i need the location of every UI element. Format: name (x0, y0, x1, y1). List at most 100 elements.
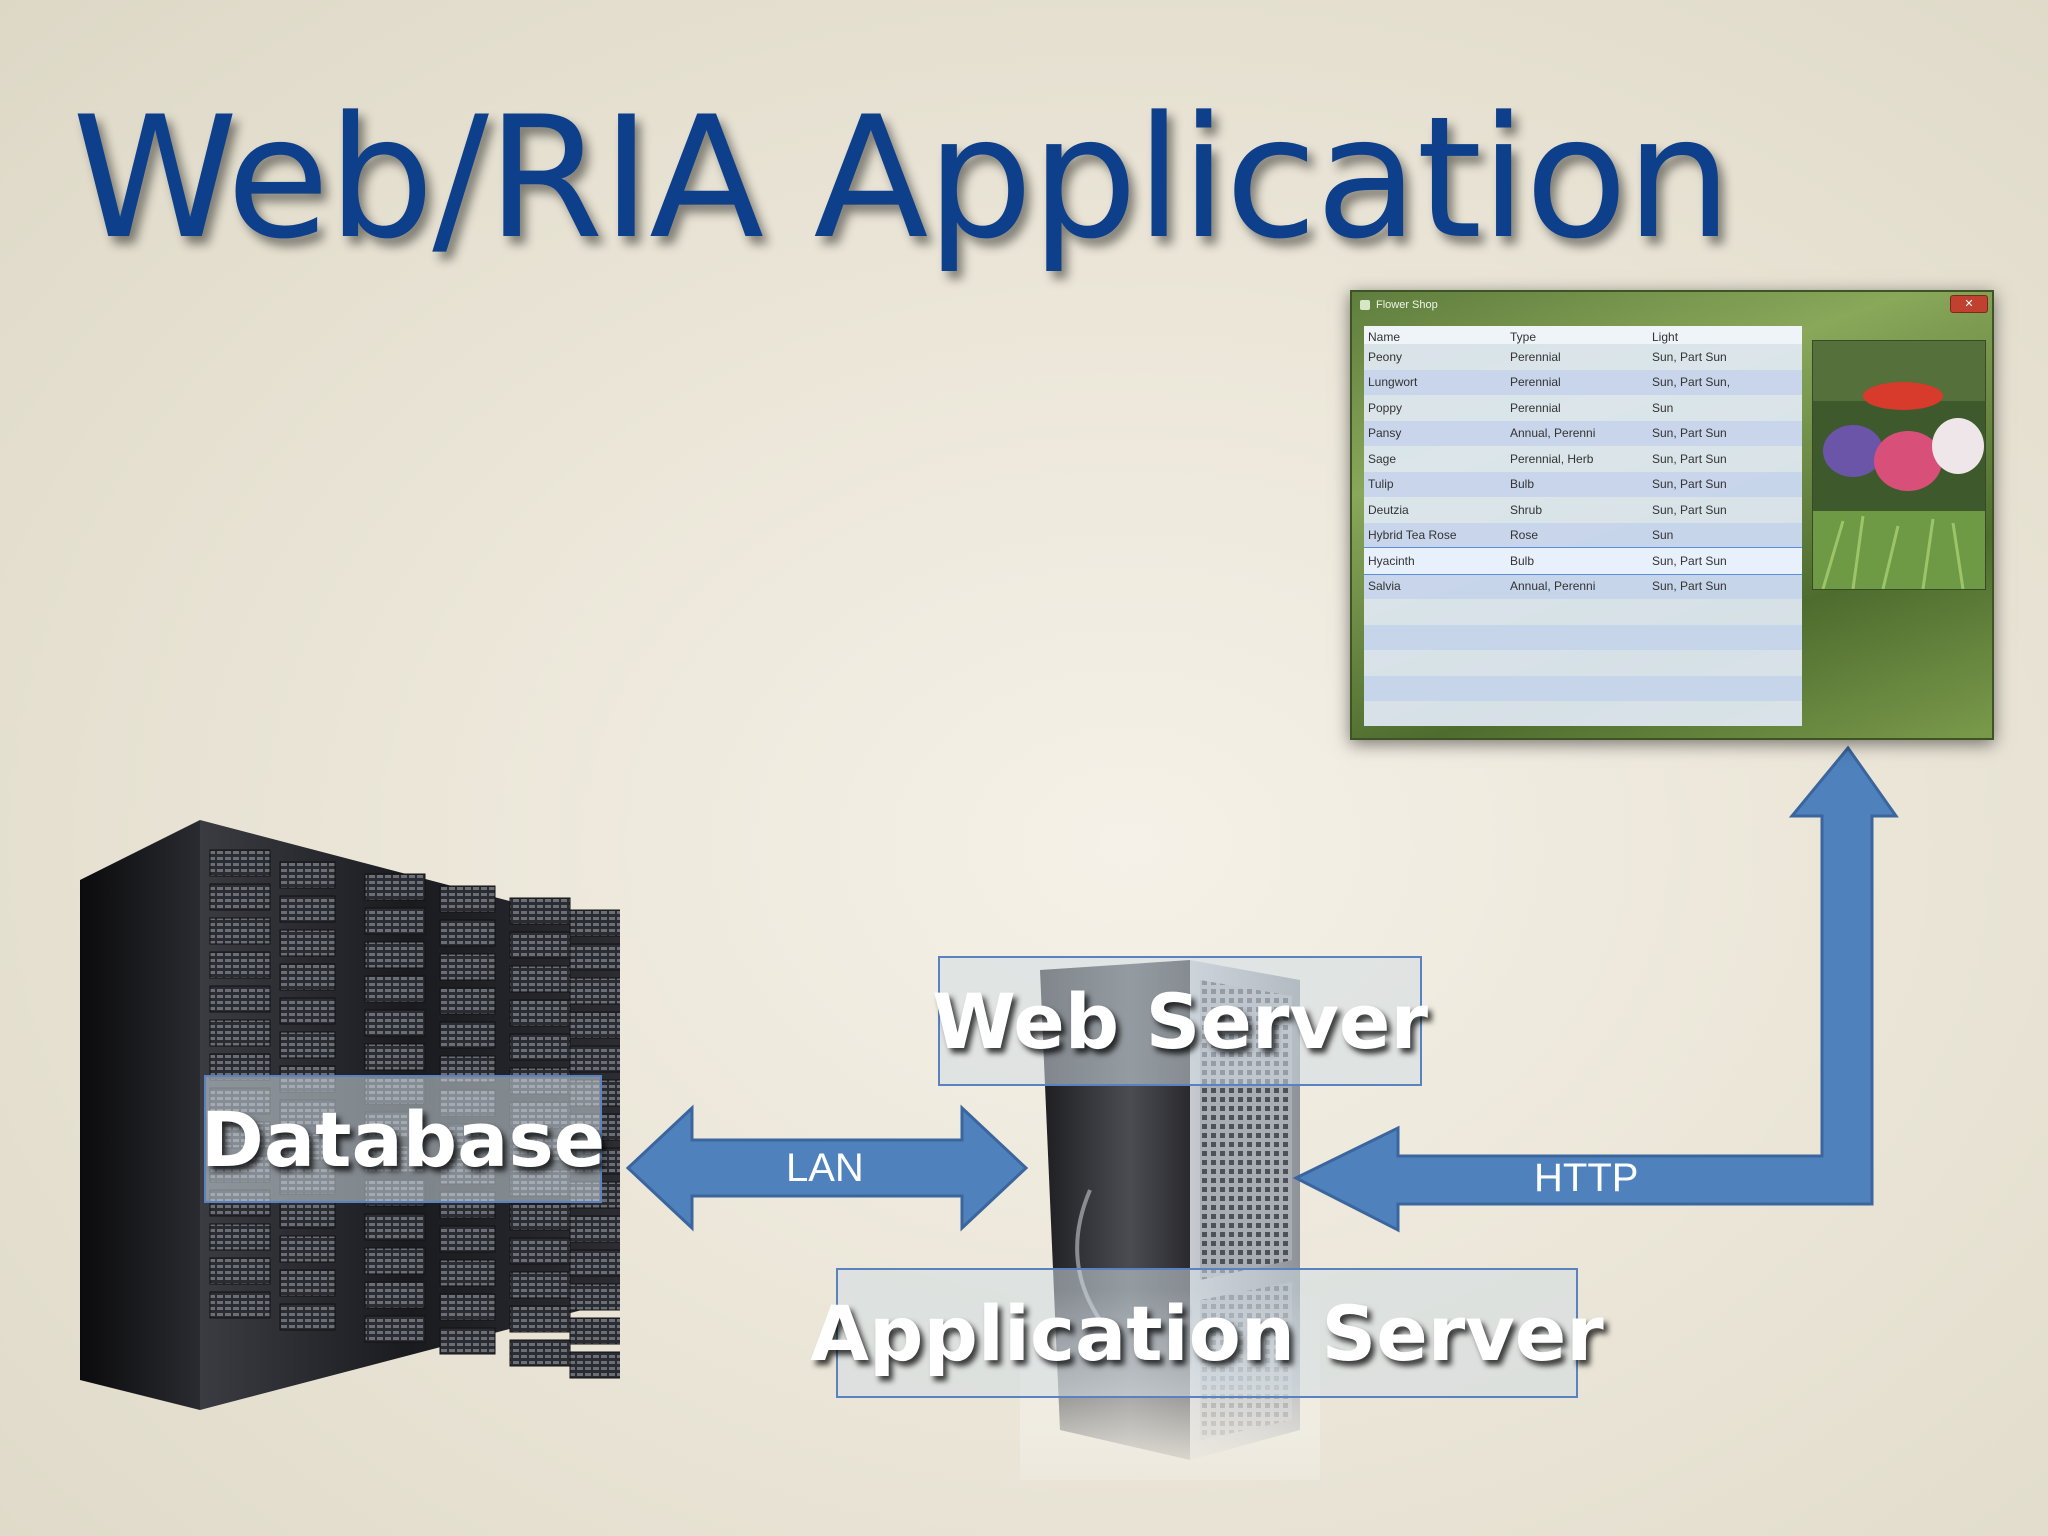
application-server-label: Application Server (810, 1288, 1604, 1378)
table-row[interactable]: Hybrid Tea Rose Rose Sun (1364, 522, 1802, 548)
table-row[interactable]: Poppy Perennial Sun (1364, 395, 1802, 421)
rack-unit (209, 917, 271, 945)
rack-unit (209, 1257, 271, 1285)
rack-unit (569, 1317, 620, 1345)
rack-unit (509, 1203, 571, 1231)
rack-unit (279, 1269, 336, 1297)
table-cell: Annual, Perenni (1510, 579, 1596, 594)
rack-unit (439, 1327, 496, 1355)
rack-unit (364, 1281, 426, 1309)
table-cell: Sun, Part Sun (1652, 451, 1727, 466)
table-cell: Hyacinth (1368, 553, 1415, 568)
table-cell: Poppy (1368, 400, 1403, 415)
rack-unit (279, 963, 336, 991)
table-cell: Sun, Part Sun, (1652, 375, 1731, 390)
rack-unit (569, 1249, 620, 1277)
column-header[interactable]: Type (1510, 330, 1537, 344)
rack-unit (509, 897, 571, 925)
table-cell: Deutzia (1368, 502, 1409, 517)
app-icon (1360, 300, 1370, 310)
table-cell: Bulb (1510, 477, 1535, 492)
web-server-label-box: Web Server (932, 956, 1428, 1086)
rack-unit (439, 953, 496, 981)
flower-photo (1812, 340, 1986, 590)
table-cell: Perennial, Herb (1510, 451, 1594, 466)
rack-unit (569, 1011, 620, 1039)
rack-unit (509, 931, 571, 959)
rack-unit (279, 929, 336, 957)
rack-unit (364, 873, 426, 901)
rack-unit (209, 1019, 271, 1047)
rack-unit (279, 895, 336, 923)
rack-unit (279, 997, 336, 1025)
table-cell: Lungwort (1368, 375, 1418, 390)
table-cell: Hybrid Tea Rose (1368, 528, 1457, 543)
rack-unit (364, 1009, 426, 1037)
table-row[interactable]: Sage Perennial, Herb Sun, Part Sun (1364, 446, 1802, 472)
rack-unit (364, 1315, 426, 1343)
table-cell: Salvia (1368, 579, 1401, 594)
rack-unit (279, 1235, 336, 1263)
rack-unit (509, 999, 571, 1027)
table-cell: Sun, Part Sun (1652, 349, 1727, 364)
application-server-label-box: Application Server (810, 1268, 1604, 1398)
table-cell: Annual, Perenni (1510, 426, 1596, 441)
table-cell: Bulb (1510, 553, 1535, 568)
rack-unit (364, 941, 426, 969)
table-cell: Sun, Part Sun (1652, 426, 1727, 441)
rack-unit (439, 919, 496, 947)
rack-unit (439, 1259, 496, 1287)
database-label: Database (200, 1094, 606, 1184)
rack-unit (439, 1225, 496, 1253)
window-titlebar: Flower Shop ✕ (1352, 292, 1992, 318)
rack-unit (279, 1303, 336, 1331)
empty-row (1364, 650, 1802, 676)
rack-unit (209, 951, 271, 979)
table-cell: Sun (1652, 528, 1674, 543)
column-header[interactable]: Light (1652, 330, 1679, 344)
rack-unit (569, 1283, 620, 1311)
rack-unit (279, 1201, 336, 1229)
table-cell: Sun, Part Sun (1652, 502, 1727, 517)
close-icon[interactable]: ✕ (1950, 295, 1988, 313)
rack-unit (209, 1291, 271, 1319)
http-label: HTTP (1534, 1156, 1639, 1200)
table-cell: Sage (1368, 451, 1397, 466)
empty-row (1364, 675, 1802, 701)
rack-unit (569, 909, 620, 937)
rack-unit (509, 1237, 571, 1265)
table-cell: Rose (1510, 528, 1539, 543)
rack-unit (509, 965, 571, 993)
rack-unit (569, 977, 620, 1005)
rack-unit (209, 1223, 271, 1251)
table-row[interactable]: Salvia Annual, Perenni Sun, Part Sun (1364, 573, 1802, 599)
table-cell: Sun (1652, 400, 1674, 415)
table-cell: Sun, Part Sun (1652, 579, 1727, 594)
rack-unit (509, 1305, 571, 1333)
rack-unit (439, 987, 496, 1015)
rack-unit (569, 1215, 620, 1243)
table-cell: Sun, Part Sun (1652, 553, 1727, 568)
rack-unit (279, 1031, 336, 1059)
table-cell: Sun, Part Sun (1652, 477, 1727, 492)
rack-unit (509, 1271, 571, 1299)
lan-label: LAN (786, 1146, 864, 1190)
table-cell: Perennial (1510, 400, 1561, 415)
table-row[interactable]: Peony Perennial Sun, Part Sun (1364, 344, 1802, 370)
table-row[interactable]: Hyacinth Bulb Sun, Part Sun (1364, 547, 1802, 575)
empty-row (1364, 599, 1802, 625)
column-header[interactable]: Name (1368, 330, 1401, 344)
empty-row (1364, 701, 1802, 726)
rack-unit (364, 975, 426, 1003)
table-cell: Peony (1368, 349, 1403, 364)
rack-unit (209, 883, 271, 911)
window-title: Flower Shop (1376, 299, 1438, 311)
table-cell: Perennial (1510, 349, 1561, 364)
